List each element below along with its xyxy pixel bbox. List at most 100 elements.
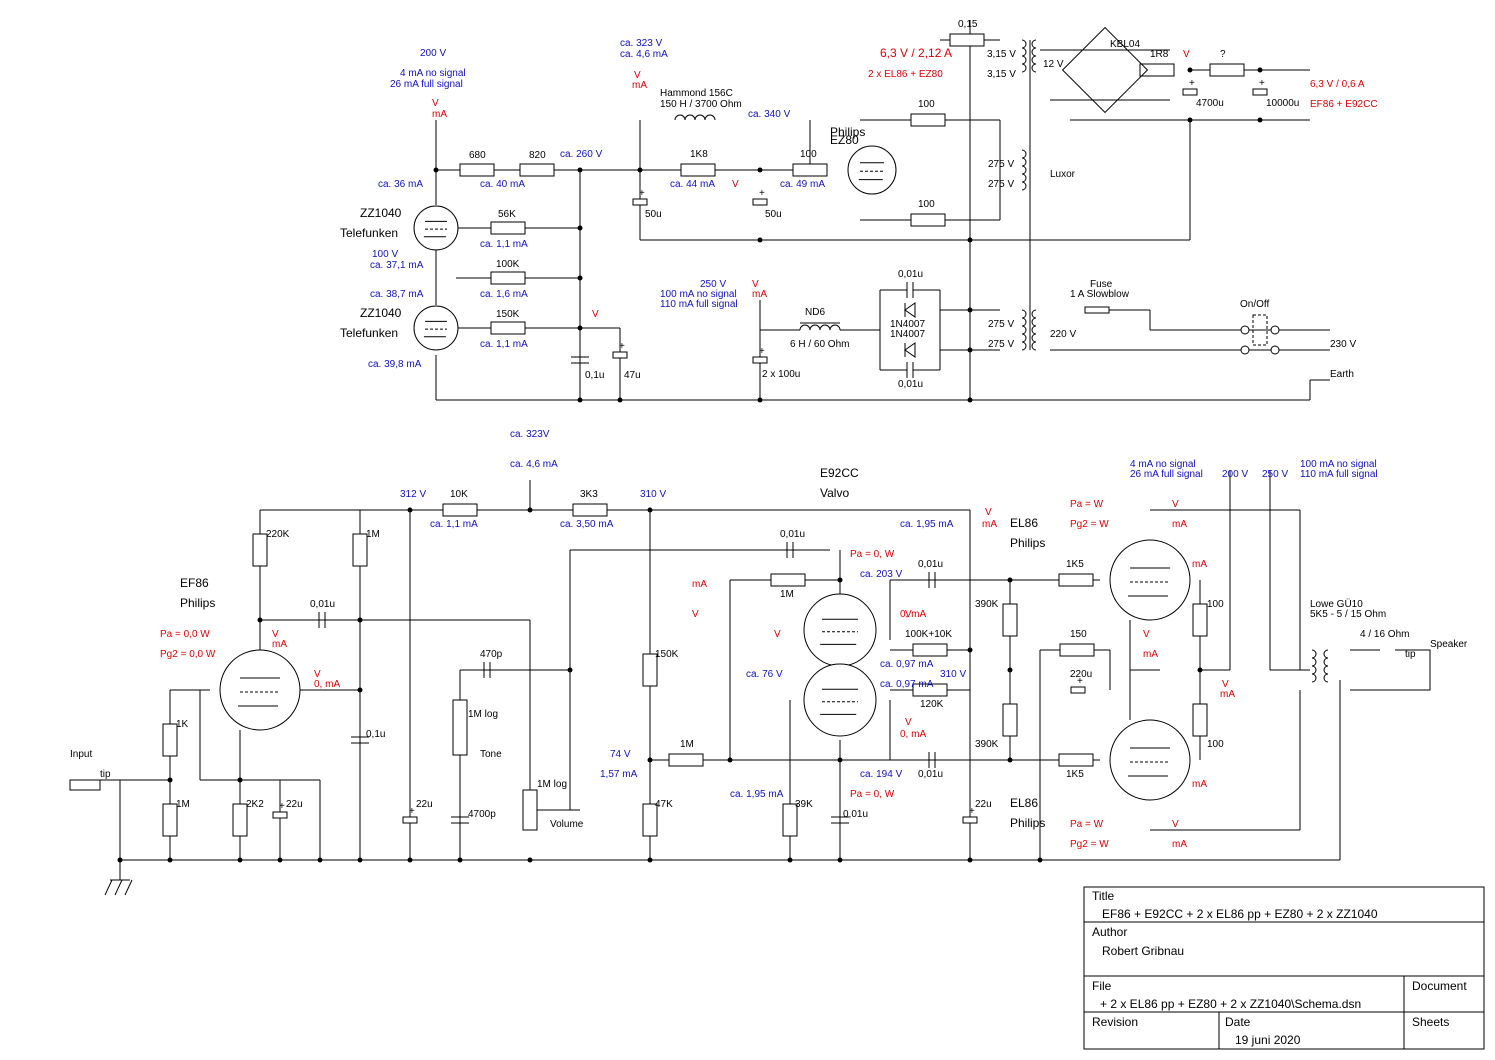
plus-sign: + (279, 801, 285, 812)
schematic-label: 1,57 mA (600, 769, 638, 780)
junction-dot (577, 325, 583, 331)
schematic-label: 0, mA (900, 729, 926, 740)
schematic-label: 100 (800, 149, 817, 160)
schematic-label: ca. 39,8 mA (368, 359, 422, 370)
electrolytic-capacitor (1252, 88, 1268, 96)
junction-dot (357, 617, 363, 623)
resistor (949, 33, 985, 47)
schematic-label: ca. 4,6 mA (620, 49, 668, 60)
inductor (674, 114, 716, 121)
electrolytic-capacitor (272, 811, 288, 819)
junction-dot (1257, 117, 1263, 123)
schematic-label: ZZ1040 (360, 306, 402, 320)
resistor (910, 113, 946, 127)
schematic-label: 100 (1207, 599, 1224, 610)
junction-dot (457, 857, 463, 863)
schematic-label: mA (1220, 689, 1235, 700)
schematic-label: 0,01u (918, 559, 943, 570)
schematic-label: ca. 3,50 mA (560, 519, 614, 530)
resistor (162, 803, 178, 837)
schematic-label: 0,01u (310, 599, 335, 610)
schematic-label: Pa = 0, W (850, 549, 895, 560)
schematic-label: 390K (975, 739, 999, 750)
resistor (1059, 643, 1095, 657)
resistor (1192, 703, 1208, 737)
transformer-winding (1323, 649, 1329, 683)
vacuum-tube (413, 305, 459, 351)
schematic-label: 100 mA no signal (1300, 459, 1377, 470)
switch-actuator (1252, 314, 1268, 346)
junction-dot (237, 857, 243, 863)
schematic-label: ca. 340 V (748, 109, 791, 120)
junction-dot (1007, 757, 1013, 763)
schematic-label: Telefunken (340, 326, 398, 340)
junction-dot (1187, 67, 1193, 73)
schematic-label: 6,3 V / 2,12 A (880, 46, 952, 60)
switch-contact (1270, 345, 1280, 355)
schematic-label: 680 (469, 150, 486, 161)
junction-dot (577, 397, 583, 403)
schematic-label: 120K (920, 699, 944, 710)
schematic-label: 47K (655, 799, 673, 810)
schematic-label: Philips (1010, 536, 1045, 550)
schematic-label: Pa = 0,0 W (160, 629, 210, 640)
resistor (642, 803, 658, 837)
schematic-label: E92CC (820, 466, 859, 480)
schematic-label: 50u (765, 209, 782, 220)
schematic-label: Speaker (1430, 639, 1468, 650)
schematic-label: V (985, 507, 992, 518)
schematic-label: 10K (450, 489, 468, 500)
schematic-label: tip (1405, 649, 1416, 660)
schematic-label: 150K (496, 309, 520, 320)
schematic-label: 3K3 (580, 489, 598, 500)
schematic-label: 1K5 (1066, 769, 1084, 780)
schematic-label: V (432, 98, 439, 109)
schematic-label: V (272, 629, 279, 640)
schematic-label: 22u (286, 799, 303, 810)
schematic-label: 56K (498, 209, 516, 220)
schematic-label: Philips (180, 596, 215, 610)
switch-contact (1240, 325, 1250, 335)
schematic-label: 275 V (988, 339, 1014, 350)
resistor (782, 803, 798, 837)
electrolytic-capacitor (1182, 88, 1198, 96)
schematic-label: 0, mA (314, 679, 340, 690)
resistor (490, 221, 526, 235)
schematic-label: 74 V (610, 749, 631, 760)
schematic-label: 0,01u (780, 529, 805, 540)
schematic-label: ca. 44 mA (670, 179, 715, 190)
schematic-label: EZ80 (830, 133, 859, 147)
schematic-label: 5K5 - 5 / 15 Ohm (1310, 609, 1386, 620)
schematic-label: ca. 203 V (860, 569, 903, 580)
schematic-label: 47u (624, 370, 641, 381)
junction-dot (1197, 667, 1203, 673)
author-value: Robert Gribnau (1102, 944, 1184, 958)
schematic-label: ca. 260 V (560, 149, 603, 160)
schematic-label: V (905, 609, 912, 620)
resistor (770, 573, 806, 587)
junction-dot (317, 857, 323, 863)
revision-label: Revision (1092, 1015, 1138, 1029)
schematic-label: 100 V (372, 249, 398, 260)
electrolytic-capacitor (402, 816, 418, 824)
schematic-label: V (314, 669, 321, 680)
resistor (572, 503, 608, 517)
schematic-label: tip (100, 769, 111, 780)
schematic-label: 100 mA no signal (660, 289, 737, 300)
schematic-label: 220 V (1050, 329, 1076, 340)
schematic-label: 310 V (640, 489, 666, 500)
schematic-label: ? (1220, 49, 1226, 60)
transformer-winding (1021, 149, 1027, 191)
resistor (912, 683, 948, 697)
junction-dot (577, 225, 583, 231)
junction-dot (617, 397, 623, 403)
junction-dot (117, 857, 123, 863)
junction-dot (357, 857, 363, 863)
schematic-label: 26 mA full signal (1130, 469, 1203, 480)
potentiometer (452, 699, 468, 756)
schematic-label: ca. 38,7 mA (370, 289, 424, 300)
schematic-label: 1K8 (690, 149, 708, 160)
junction-dot (967, 647, 973, 653)
plus-sign: + (969, 806, 975, 817)
